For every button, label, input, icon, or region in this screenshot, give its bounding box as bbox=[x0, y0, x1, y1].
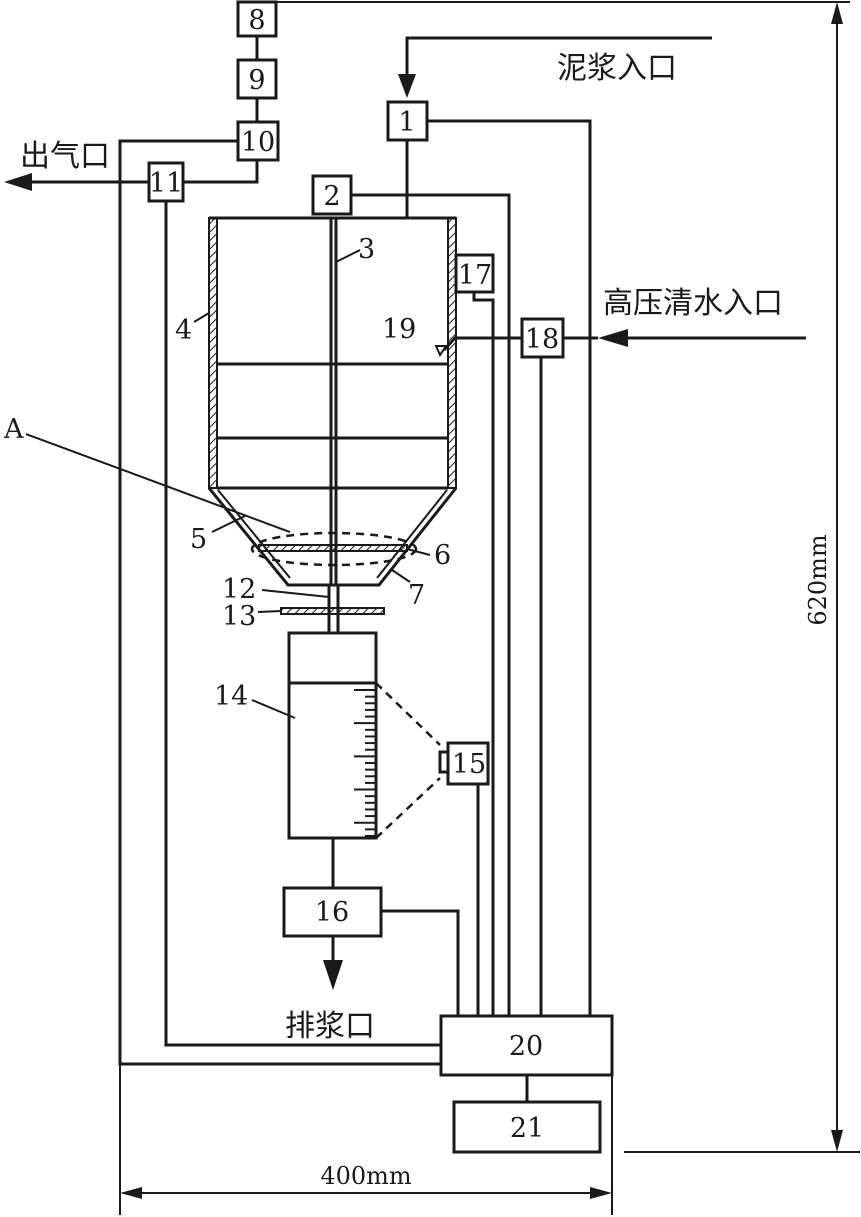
svg-text:18: 18 bbox=[525, 324, 559, 355]
height-dim-label: 620mm bbox=[804, 534, 832, 626]
leader-5 bbox=[211, 515, 246, 533]
control-line-10 bbox=[118, 139, 441, 1066]
box-8: 8 bbox=[236, 0, 278, 38]
cylinder-scale bbox=[354, 689, 376, 837]
gas-outlet-label: 出气口 bbox=[20, 139, 110, 174]
svg-text:11: 11 bbox=[149, 168, 183, 199]
label-12: 12 bbox=[222, 574, 256, 605]
svg-text:9: 9 bbox=[248, 65, 265, 96]
control-line-11 bbox=[164, 201, 441, 1047]
label-3: 3 bbox=[358, 234, 375, 265]
leader-12 bbox=[261, 589, 330, 598]
nozzle-19 bbox=[434, 345, 448, 358]
leader-7 bbox=[391, 569, 411, 583]
slurry-inlet-label: 泥浆入口 bbox=[557, 51, 677, 86]
valve-plate-13 bbox=[280, 607, 385, 615]
box-2: 2 bbox=[311, 174, 353, 216]
view-line-top bbox=[375, 682, 441, 746]
control-line-1 bbox=[427, 119, 592, 1016]
hp-water-label: 高压清水入口 bbox=[603, 286, 783, 321]
computer-21: 21 bbox=[452, 1100, 602, 1154]
control-line-2 bbox=[351, 193, 511, 1016]
box-10: 10 bbox=[236, 120, 280, 162]
svg-text:20: 20 bbox=[509, 1031, 543, 1062]
label-7: 7 bbox=[408, 580, 425, 611]
pump-16: 16 bbox=[282, 886, 383, 938]
hp-water-arrow bbox=[598, 329, 628, 347]
label-13: 13 bbox=[222, 601, 256, 632]
controller-20: 20 bbox=[439, 1014, 614, 1077]
leader-13 bbox=[257, 610, 282, 613]
svg-text:2: 2 bbox=[323, 181, 340, 212]
detail-a-ellipse bbox=[250, 531, 418, 567]
gas-line-10-11 bbox=[183, 160, 259, 184]
svg-text:10: 10 bbox=[241, 127, 275, 158]
height-dimension: 620mm bbox=[624, 2, 860, 1153]
label-5: 5 bbox=[190, 524, 207, 555]
box-1: 1 bbox=[386, 100, 429, 142]
measuring-cylinder bbox=[287, 631, 378, 840]
width-dim-label: 400mm bbox=[320, 1162, 412, 1190]
leader-6 bbox=[406, 548, 431, 556]
box-17: 17 bbox=[454, 253, 495, 294]
control-line-16 bbox=[381, 909, 460, 1016]
svg-text:1: 1 bbox=[398, 107, 415, 138]
leader-3 bbox=[335, 249, 361, 263]
camera-15: 15 bbox=[438, 741, 490, 786]
label-14: 14 bbox=[214, 681, 248, 712]
view-line-bottom bbox=[375, 777, 441, 839]
box-11: 11 bbox=[147, 161, 185, 203]
gas-outlet-arrow bbox=[4, 173, 32, 191]
slurry-inlet-pipe bbox=[398, 36, 712, 98]
label-4: 4 bbox=[175, 315, 192, 346]
box-18: 18 bbox=[520, 317, 565, 359]
label-a: A bbox=[3, 414, 24, 445]
width-dimension: 400mm bbox=[119, 1064, 613, 1215]
leader-14 bbox=[251, 699, 296, 719]
svg-text:8: 8 bbox=[248, 5, 265, 36]
label-6: 6 bbox=[434, 540, 451, 571]
leader-a bbox=[25, 433, 291, 533]
svg-text:17: 17 bbox=[458, 260, 492, 291]
slurry-outlet-label: 排浆口 bbox=[285, 1009, 375, 1044]
leader-4 bbox=[193, 312, 210, 323]
control-line-17 bbox=[472, 292, 495, 1016]
box-9: 9 bbox=[236, 58, 278, 100]
svg-text:15: 15 bbox=[452, 749, 486, 780]
svg-text:21: 21 bbox=[510, 1113, 544, 1144]
discharge-arrow bbox=[323, 960, 343, 990]
svg-text:16: 16 bbox=[315, 897, 349, 928]
label-19: 19 bbox=[382, 314, 416, 345]
